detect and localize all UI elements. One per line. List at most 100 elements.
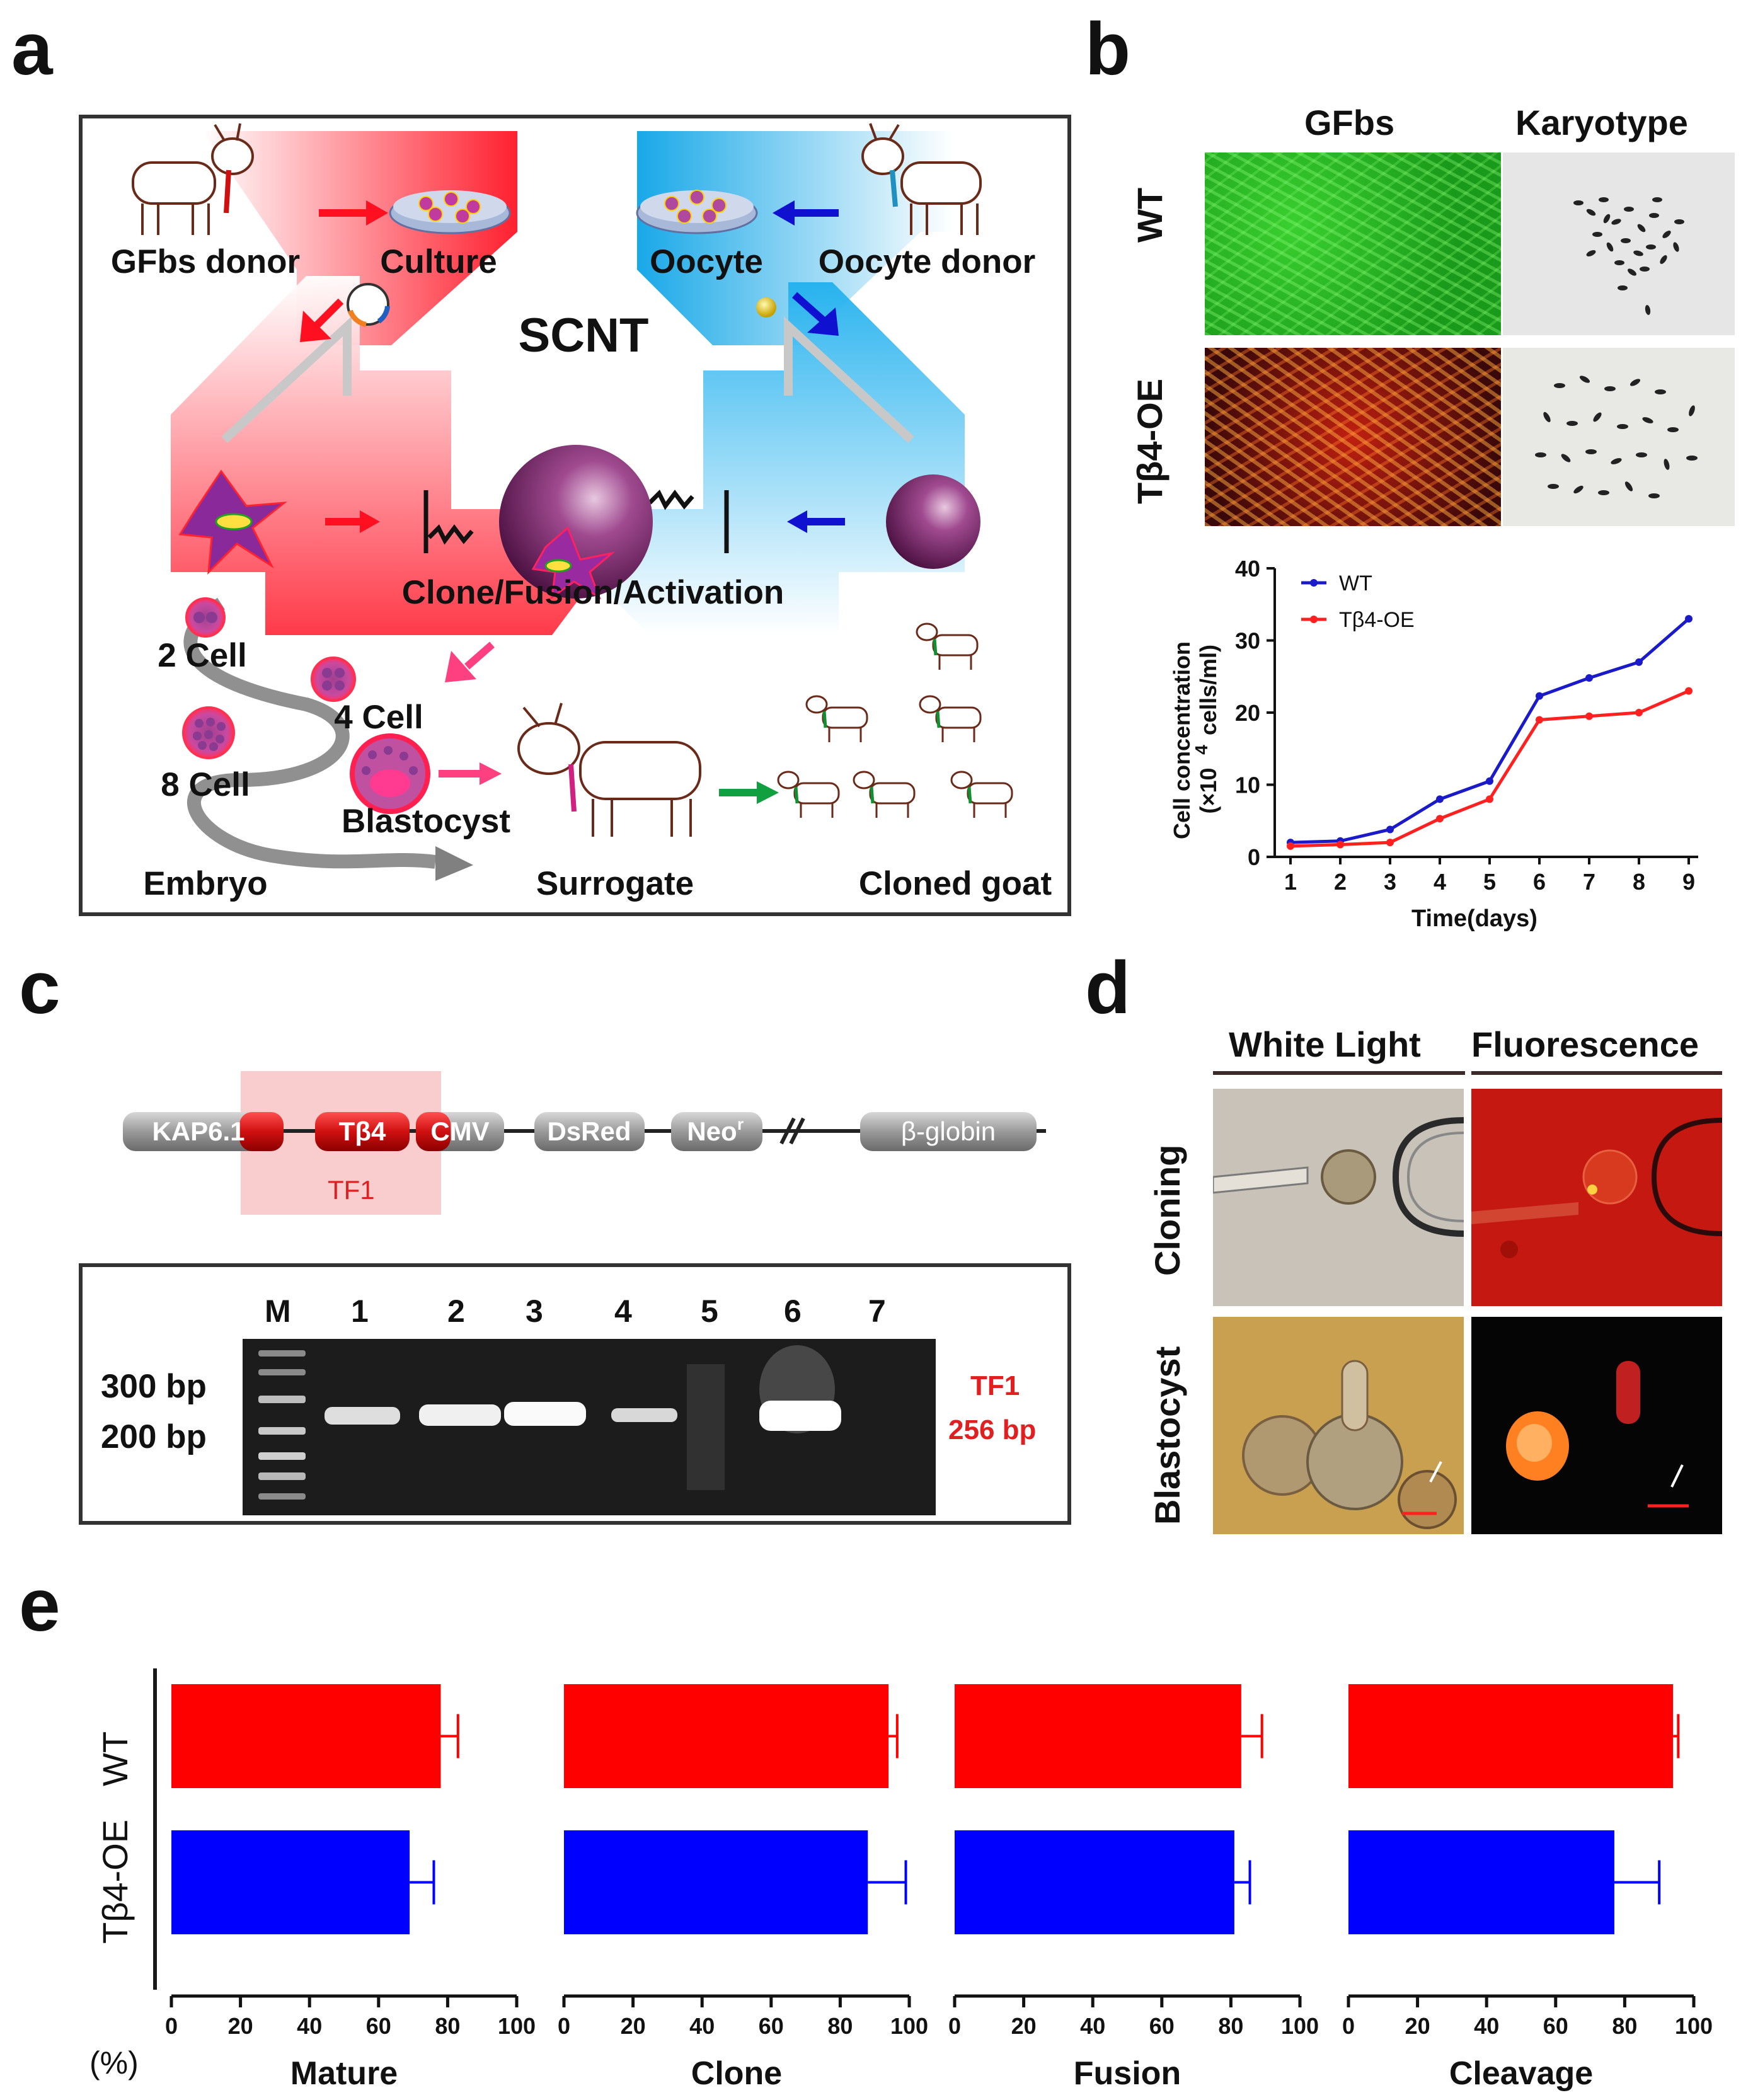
bar-x-tick-label: 0 [948, 2013, 961, 2039]
grey-chevron-right [784, 316, 914, 444]
bar-x-tick-label: 100 [1675, 2013, 1713, 2039]
red-band-top [202, 131, 517, 345]
blastocyst-fluorescence-image [1471, 1317, 1722, 1534]
oocyte-ball-icon [886, 474, 980, 569]
bar-subplot-label-3: Cleavage [1449, 2055, 1593, 2092]
growth-x-tick-label: 1 [1284, 869, 1297, 895]
bar-subplot-label-0: Mature [290, 2055, 398, 2092]
embryo-curve-arrowhead [435, 846, 473, 881]
gel-lane-label: M [265, 1294, 291, 1329]
gel-frame [79, 1263, 1071, 1525]
arrow-donor-to-culture [319, 200, 388, 226]
oe-row-label: Tβ4-OE [1130, 378, 1170, 504]
panel-letter-e: e [19, 1564, 60, 1647]
oe-chromosome-spread [1535, 376, 1698, 498]
ylabel-part-c: cells/ml) [1195, 645, 1221, 735]
growth-x-tick-label: 3 [1384, 869, 1396, 895]
growth-x-tick-label: 5 [1483, 869, 1496, 895]
construct-diagram: KAP6.1 Tβ4 CMV DsRed Neo r β-globin [123, 1112, 1046, 1151]
growth-chart-series [1287, 615, 1693, 850]
break-mark-icon [779, 1117, 805, 1145]
growth-y-axis-title-line2: (×10 4 cells/ml) [1192, 645, 1221, 814]
arrow-culture-down [300, 298, 344, 342]
cmv-segment [416, 1112, 504, 1151]
legend-label-0: WT [1339, 571, 1372, 595]
arrow-donor-to-oocyte [773, 200, 839, 226]
culture-dish-icon [389, 190, 511, 234]
clone-fusion-activation-label: Clone/Fusion/Activation [402, 574, 785, 611]
arrow-embryo-to-surrogate [445, 641, 495, 682]
bar-x-tick-label: 20 [1011, 2013, 1037, 2039]
bar-x-tick-label: 20 [228, 2013, 253, 2039]
bar-x-tick-label: 100 [498, 2013, 536, 2039]
cloned-goats-icon [777, 623, 1013, 818]
blastocyst-embryo-icon [350, 733, 430, 814]
bar-x-tick-label: 40 [689, 2013, 715, 2039]
culture-label: Culture [380, 243, 497, 280]
two-cell-embryo-icon [185, 597, 226, 638]
growth-y-tick-label: 0 [1248, 844, 1260, 870]
cloning-fluorescence-image [1471, 1089, 1722, 1306]
band-name-label: TF1 [970, 1370, 1020, 1401]
growth-x-tick-label: 2 [1334, 869, 1347, 895]
cloning-white-light-image [1213, 1089, 1464, 1306]
ladder-300-label: 300 bp [101, 1368, 207, 1405]
blastocyst-white-light-image [1213, 1317, 1464, 1534]
growth-x-tick-label: 7 [1583, 869, 1595, 895]
growth-x-tick-label: 8 [1633, 869, 1645, 895]
oocyte-donor-label: Oocyte donor [819, 243, 1036, 280]
bar-subplot-label-2: Fusion [1074, 2055, 1181, 2092]
tb4-segment [315, 1112, 410, 1151]
scnt-schematic: SCNT Clo [111, 123, 1052, 902]
four-cell-label: 4 Cell [334, 699, 423, 736]
growth-point-1 [1486, 795, 1493, 803]
bar-0-0 [171, 1684, 441, 1788]
gel-lane-label: 6 [784, 1294, 802, 1329]
arrow-blastocyst-to-surrogate [439, 762, 502, 785]
gel-image [243, 1339, 936, 1515]
oe-gfbs-red-image [1205, 348, 1501, 526]
growth-point-1 [1287, 842, 1294, 850]
bar-x-tick-label: 60 [1149, 2013, 1175, 2039]
bar-0-1 [171, 1830, 410, 1934]
growth-x-tick-label: 9 [1682, 869, 1695, 895]
panel-letter-c: c [19, 946, 60, 1030]
blue-arrow-right [612, 282, 965, 635]
bar-2-0 [955, 1684, 1241, 1788]
ladder-bands [258, 1350, 306, 1500]
bar-1-0 [564, 1684, 889, 1788]
growth-x-tick-label: 6 [1533, 869, 1546, 895]
embryo-label: Embryo [143, 865, 267, 902]
panel-letter-d: d [1085, 946, 1131, 1030]
band-size-label: 256 bp [948, 1414, 1037, 1445]
legend-marker-0 [1310, 579, 1318, 587]
bar-x-tick-label: 80 [827, 2013, 853, 2039]
bar-x-tick-label: 80 [1218, 2013, 1243, 2039]
gel-lane-label: 5 [701, 1294, 718, 1329]
oocyte-dish-icon [636, 190, 758, 234]
bar-1-1 [564, 1830, 868, 1934]
oocyte-donor-goat-icon [861, 123, 982, 235]
growth-point-0 [1585, 674, 1593, 682]
cmv-label: CMV [430, 1116, 489, 1146]
four-cell-embryo-icon [311, 657, 356, 702]
growth-y-tick-label: 10 [1235, 772, 1260, 798]
tf1-label: TF1 [328, 1175, 375, 1205]
bar-3-0 [1348, 1684, 1674, 1788]
left-needle-icon [423, 490, 474, 553]
embryo-development-curve [183, 597, 437, 869]
oe-karyotype-image [1503, 348, 1735, 526]
growth-y-tick-label: 20 [1235, 700, 1260, 726]
wt-chromosome-spread [1573, 197, 1684, 315]
neo-label: Neo [687, 1116, 737, 1146]
bar-x-tick-label: 60 [366, 2013, 391, 2039]
legend-marker-1 [1310, 616, 1318, 623]
bar-x-tick-label: 100 [1281, 2013, 1319, 2039]
growth-point-1 [1685, 687, 1693, 695]
growth-point-0 [1436, 795, 1444, 803]
panel-letter-a: a [11, 8, 53, 91]
bar-x-tick-label: 0 [165, 2013, 178, 2039]
nucleus-icon [756, 297, 776, 318]
bar-x-tick-label: 40 [297, 2013, 322, 2039]
wt-gfbs-green-image [1205, 152, 1501, 335]
